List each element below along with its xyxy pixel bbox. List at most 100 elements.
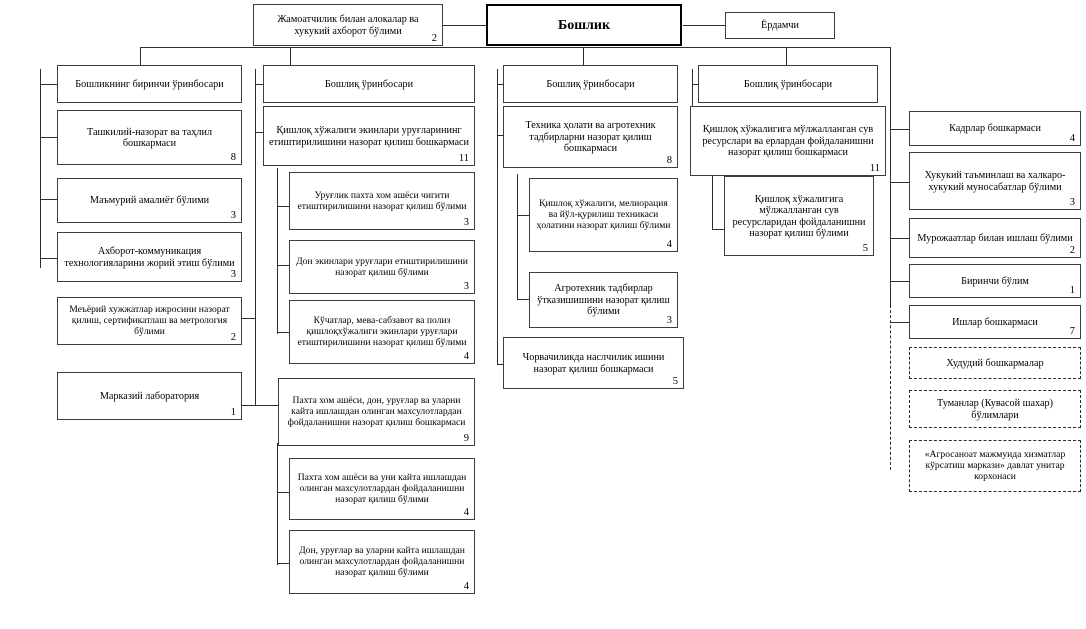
col2-dept1-child-stub-2 bbox=[277, 265, 289, 267]
col2-dept2-count: 9 bbox=[463, 432, 469, 444]
col5-dashed-item-3[interactable]: «Агросаноат мажмуида хизматлар кўрсатиш … bbox=[909, 440, 1081, 492]
col3-dept1-label: Техника ҳолати ва агротехник тадбирларни… bbox=[525, 120, 656, 155]
col1-item-4[interactable]: Меъёрий хужжатлар ижросини назорат қилиш… bbox=[57, 297, 242, 345]
col3-dept1-child-stub-1 bbox=[517, 215, 529, 217]
main-distribution-bus bbox=[140, 47, 891, 49]
head-box[interactable]: Бошлик bbox=[486, 4, 682, 46]
col2-deputy-box[interactable]: Бошлиқ ўринбосари bbox=[263, 65, 475, 103]
col1-item-2[interactable]: Маъмурий амалиёт бўлими 3 bbox=[57, 178, 242, 223]
col1-item-2-count: 3 bbox=[230, 209, 236, 221]
col5-item-5-label: Ишлар бошкармаси bbox=[952, 316, 1038, 328]
col3-deputy-label: Бошлиқ ўринбосари bbox=[546, 78, 635, 90]
col2-dept1-box[interactable]: Қишлоқ хўжалиги экинлари уруғларининг ет… bbox=[263, 106, 475, 166]
col4-dept1-children-bus bbox=[712, 176, 714, 230]
col5-stub-2 bbox=[890, 182, 909, 184]
public-relations-label: Жамоатчилик билан алокалар ва хукукий ах… bbox=[277, 14, 419, 37]
col1-item-4-count: 2 bbox=[230, 331, 236, 343]
connector-bus-to-deputy-4 bbox=[786, 47, 788, 69]
col1-item-1-label: Ташкилий-назорат ва таҳлил бошкармаси bbox=[86, 126, 213, 149]
col4-deputy-box[interactable]: Бошлиқ ўринбосари bbox=[698, 65, 878, 103]
col5-dashed-item-1[interactable]: Худудий бошкармалар bbox=[909, 347, 1081, 379]
col5-item-4[interactable]: Биринчи бўлим 1 bbox=[909, 264, 1081, 298]
col3-dept1-children-bus bbox=[517, 174, 519, 300]
col5-stub-1 bbox=[890, 129, 909, 131]
col5-item-2[interactable]: Хукукий таъминлаш ва халкаро-хукукий мун… bbox=[909, 152, 1081, 210]
col5-dashed-bus bbox=[890, 305, 891, 470]
col3-stub-dept2 bbox=[497, 364, 503, 366]
col2-dept1-label: Қишлоқ хўжалиги экинлари уруғларининг ет… bbox=[269, 125, 469, 148]
col1-stub-3 bbox=[40, 258, 57, 260]
col5-item-4-label: Биринчи бўлим bbox=[961, 275, 1029, 287]
col3-dept1-child-2-label: Агротехник тадбирлар ўтказишишини назора… bbox=[537, 283, 670, 318]
col2-dept2-child-2-count: 4 bbox=[463, 580, 469, 592]
col5-dashed-item-2-label: Туманлар (Кувасой шахар) бўлимлари bbox=[937, 398, 1053, 421]
col3-dept1-child-1[interactable]: Қишлоқ хўжалиги, мелиорация ва йўл-қурил… bbox=[529, 178, 678, 252]
col2-dept1-children-bus bbox=[277, 168, 279, 334]
public-relations-box[interactable]: Жамоатчилик билан алокалар ва хукукий ах… bbox=[253, 4, 443, 46]
col2-stub-dept1 bbox=[255, 132, 263, 134]
col1-item-1-count: 8 bbox=[230, 151, 236, 163]
col1-item-1[interactable]: Ташкилий-назорат ва таҳлил бошкармаси 8 bbox=[57, 110, 242, 165]
col4-dept1-label: Қишлоқ хўжалигига мўлжалланган сув ресур… bbox=[702, 124, 874, 159]
col3-dept2-count: 5 bbox=[672, 375, 678, 387]
connector-bus-to-deputy-2 bbox=[290, 47, 292, 69]
col2-dept1-child-2-label: Дон экинлари уруғлари етиштирилишини наз… bbox=[296, 255, 468, 278]
col2-dept1-child-stub-3 bbox=[277, 332, 289, 334]
col5-item-1[interactable]: Кадрлар бошкармаси 4 bbox=[909, 111, 1081, 146]
col2-dept2-child-1-count: 4 bbox=[463, 506, 469, 518]
col4-dept1-child-1-count: 5 bbox=[862, 242, 868, 254]
col2-dept2-child-1-label: Пахта хом ашёси ва уни кайта ишлашдан ол… bbox=[297, 472, 467, 505]
col5-item-5[interactable]: Ишлар бошкармаси 7 bbox=[909, 305, 1081, 339]
col2-deputy-label: Бошлиқ ўринбосари bbox=[324, 78, 414, 90]
col3-dept2-label: Чорвачиликда наслчилик ишини назорат қил… bbox=[522, 352, 665, 375]
col5-item-1-count: 4 bbox=[1069, 132, 1075, 144]
col2-dept2-child-1[interactable]: Пахта хом ашёси ва уни кайта ишлашдан ол… bbox=[289, 458, 475, 520]
col3-dept2-box[interactable]: Чорвачиликда наслчилик ишини назорат қил… bbox=[503, 337, 684, 389]
col5-dashed-item-1-label: Худудий бошкармалар bbox=[946, 357, 1044, 369]
col3-dept1-count: 8 bbox=[666, 154, 672, 166]
col2-dept1-count: 11 bbox=[458, 152, 469, 164]
col2-dept1-child-1[interactable]: Уруғлик пахта хом ашёси чигити етиштирил… bbox=[289, 172, 475, 230]
col2-dept1-child-2-count: 3 bbox=[463, 280, 469, 292]
col2-main-bus bbox=[255, 69, 257, 319]
col3-dept1-child-1-label: Қишлоқ хўжалиги, мелиорация ва йўл-қурил… bbox=[536, 198, 671, 231]
col2-dept2-child-2[interactable]: Дон, уруғлар ва уларни кайта ишлашдан ол… bbox=[289, 530, 475, 594]
col3-dept1-child-2[interactable]: Агротехник тадбирлар ўтказишишини назора… bbox=[529, 272, 678, 328]
col2-dept2-child-2-label: Дон, уруғлар ва уларни кайта ишлашдан ол… bbox=[299, 545, 465, 578]
col1-stub-2 bbox=[40, 199, 57, 201]
col4-dept1-child-1[interactable]: Қишлоқ хўжалигига мўлжалланган сув ресур… bbox=[724, 176, 874, 256]
col2-dept2-child-stub-2 bbox=[277, 563, 289, 565]
col5-item-3[interactable]: Мурожаатлар билан ишлаш бўлими 2 bbox=[909, 218, 1081, 258]
col2-dept1-child-3[interactable]: Кўчатлар, мева-сабзавот ва полиз қишлоқх… bbox=[289, 300, 475, 364]
col2-dept1-child-stub-1 bbox=[277, 206, 289, 208]
col3-dept1-box[interactable]: Техника ҳолати ва агротехник тадбирларни… bbox=[503, 106, 678, 168]
col3-stub-dept1 bbox=[497, 135, 503, 137]
col5-item-3-label: Мурожаатлар билан ишлаш бўлими bbox=[917, 232, 1073, 244]
col1-lower-bus bbox=[255, 318, 257, 406]
col5-stub-3 bbox=[890, 238, 909, 240]
col1-lower-feed bbox=[255, 405, 278, 407]
col3-dept1-child-2-count: 3 bbox=[666, 314, 672, 326]
col5-item-4-count: 1 bbox=[1069, 284, 1075, 296]
col1-item-5[interactable]: Марказий лаборатория 1 bbox=[57, 372, 242, 420]
assistant-label: Ёрдамчи bbox=[761, 20, 799, 32]
col4-dept1-child-1-label: Қишлоқ хўжалигига мўлжалланган сув ресур… bbox=[732, 193, 866, 239]
col5-vertical-bus bbox=[890, 47, 892, 305]
public-relations-count: 2 bbox=[431, 32, 437, 44]
col1-stub-1 bbox=[40, 137, 57, 139]
col3-dept1-child-1-count: 4 bbox=[666, 238, 672, 250]
col2-dept2-box[interactable]: Пахта хом ашёси, дон, уруғлар ва уларни … bbox=[278, 378, 475, 446]
col1-item-5-label: Марказий лаборатория bbox=[99, 390, 200, 402]
col5-dashed-item-3-label: «Агросаноат мажмуида хизматлар кўрсатиш … bbox=[924, 449, 1066, 482]
col4-dept1-count: 11 bbox=[869, 162, 880, 174]
col5-dashed-item-2[interactable]: Туманлар (Кувасой шахар) бўлимлари bbox=[909, 390, 1081, 428]
col4-dept1-box[interactable]: Қишлоқ хўжалигига мўлжалланган сув ресур… bbox=[690, 106, 886, 176]
assistant-box[interactable]: Ёрдамчи bbox=[725, 12, 835, 39]
col1-item-3[interactable]: Ахборот-коммуникация технологияларини жо… bbox=[57, 232, 242, 282]
col3-deputy-box[interactable]: Бошлиқ ўринбосари bbox=[503, 65, 678, 103]
col2-dept1-child-2[interactable]: Дон экинлари уруғлари етиштирилишини наз… bbox=[289, 240, 475, 294]
col2-dept1-child-1-count: 3 bbox=[463, 216, 469, 228]
col1-stub-deputy bbox=[40, 84, 57, 86]
col1-deputy-box[interactable]: Бошликнинг биринчи ўринбосари bbox=[57, 65, 242, 103]
